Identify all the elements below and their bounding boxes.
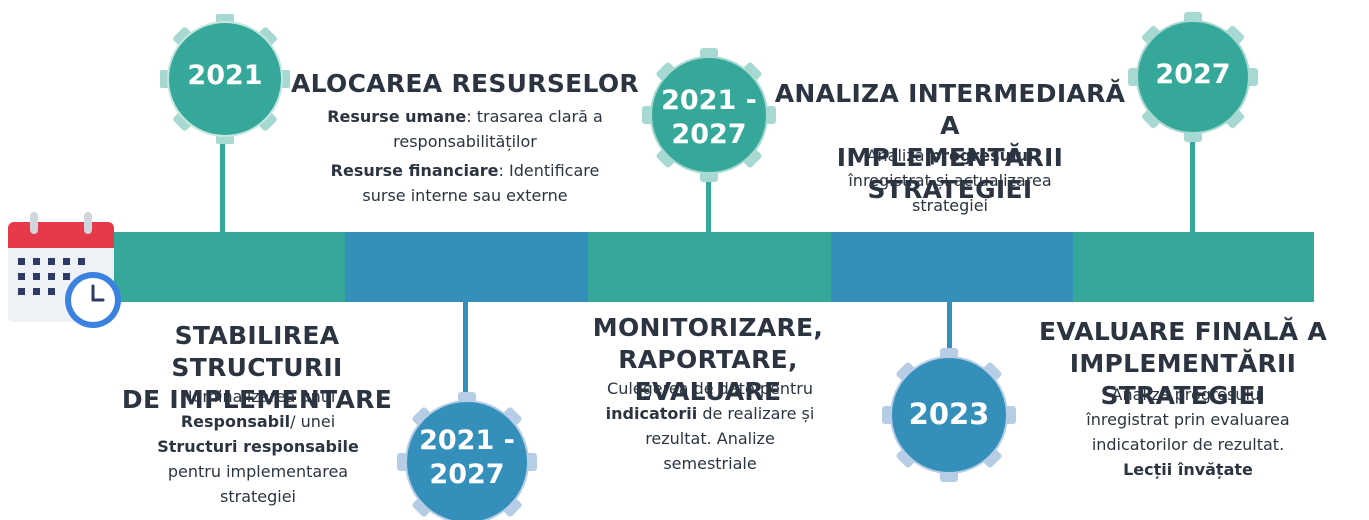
timeline-segment-2 [345,232,588,302]
milestone-gear-1 [160,14,290,144]
milestone-stem-5 [1190,120,1195,232]
milestone-stem-3 [706,165,711,232]
milestone-stem-2 [463,302,468,430]
step-interim-title: ANALIZA INTERMEDIARĂ A IMPLEMENTĂRII STR… [774,79,1126,204]
milestone-stem-1 [220,120,225,232]
step-interim-description: Analiza progresului înregistrat și actua… [848,146,1052,215]
step-final-title: EVALUARE FINALĂ A IMPLEMENTĂRII STRATEGI… [1038,317,1328,410]
milestone-stem-4 [947,302,952,372]
milestone-year-4: 2023 [908,397,990,431]
step-structure-description: Nominalizarea unui Responsabil/ unei Str… [157,387,359,506]
step-structure-title: STABILIREA STRUCTURII DE IMPLEMENTARE [121,321,393,414]
step-monitoring-title: MONITORIZARE, RAPORTARE, EVALUARE [592,313,824,406]
step-resources-description: Resurse umane: trasarea clară a responsa… [327,107,603,205]
milestone-year-1: 2021 [187,60,263,91]
step-final-description: Analiza progresului înregistrat prin eva… [1086,385,1290,479]
timeline-segment-1 [100,232,345,302]
step-monitoring-description: Culegerea de date pentru indicatorii de … [605,379,815,473]
milestone-gear-4 [882,348,1016,482]
milestone-gear-5 [1128,12,1258,142]
timeline-segment-3 [588,232,831,302]
milestone-gear-3 [642,48,776,182]
calendar-clock-icon [8,212,121,328]
milestone-year-3: 2021 - 2027 [661,85,757,150]
milestone-year-5: 2027 [1155,59,1231,90]
step-resources-title: ALOCAREA RESURSELOR [291,69,639,98]
timeline-segment-4 [831,232,1073,302]
milestone-year-2: 2021 - 2027 [419,425,515,490]
timeline-segment-5 [1073,232,1314,302]
milestone-gear-2 [397,392,537,520]
